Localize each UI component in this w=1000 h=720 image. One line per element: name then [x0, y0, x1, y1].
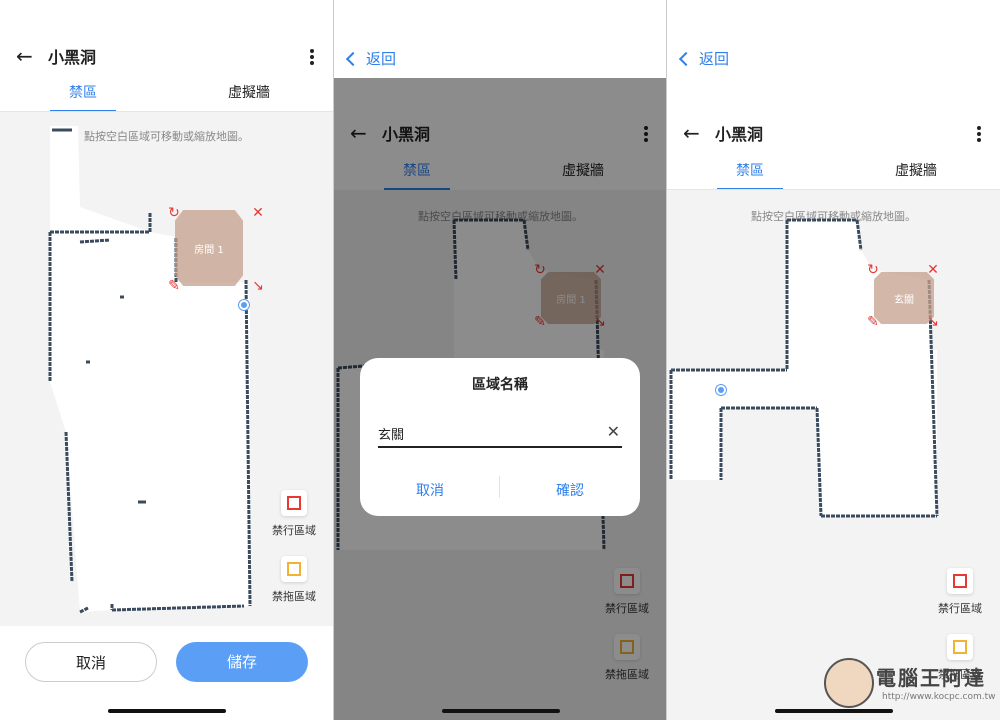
rename-dialog: 區域名稱 玄關 ✕ 取消 確認 — [360, 358, 640, 516]
cancel-button[interactable]: 取消 — [25, 642, 157, 682]
zone-name-input[interactable]: 玄關 ✕ — [378, 422, 622, 448]
clear-input-icon[interactable]: ✕ — [606, 422, 620, 441]
dialog-confirm-button[interactable]: 確認 — [556, 483, 584, 499]
ios-back-label: 返回 — [699, 50, 730, 68]
no-go-square-icon — [953, 574, 967, 588]
tab-bar: 禁區 虛擬牆 — [0, 78, 333, 112]
ios-nav-bar: 返回 — [667, 0, 1000, 78]
close-icon: ✕ — [594, 262, 606, 278]
panel-separator — [666, 0, 667, 720]
no-go-zone-button[interactable]: 禁行區域 — [259, 490, 329, 538]
robot-position-icon — [239, 300, 249, 310]
no-go-label: 禁行區域 — [938, 602, 982, 615]
map-hint: 點按空白區域可移動或縮放地圖。 — [84, 130, 249, 143]
mascot-face-icon — [824, 658, 874, 708]
watermark-text: 電腦王阿達 — [876, 666, 986, 690]
tab-virtual-wall[interactable]: 虛擬牆 — [228, 85, 270, 101]
zone-label: 房間 1 — [556, 294, 586, 306]
ios-back-label: 返回 — [366, 50, 397, 68]
close-icon[interactable]: ✕ — [252, 205, 264, 221]
zone-name-value: 玄關 — [378, 428, 405, 443]
edit-icon: ✎ — [534, 314, 546, 330]
page-title: 小黑洞 — [715, 125, 764, 144]
ios-back-button[interactable]: 返回 — [344, 48, 396, 69]
close-icon[interactable]: ✕ — [927, 262, 939, 278]
tab-forbidden-zone[interactable]: 禁區 — [717, 156, 783, 190]
dialog-title: 區域名稱 — [472, 377, 528, 393]
panel-separator — [333, 0, 334, 720]
back-arrow-icon[interactable]: ← — [683, 121, 700, 145]
tab-bar: 禁區 虛擬牆 — [334, 156, 667, 190]
no-go-zone-button: 禁行區域 — [592, 568, 662, 616]
watermark-logo: 電腦王阿達 http://www.kocpc.com.tw — [822, 656, 996, 716]
chevron-left-icon — [345, 51, 361, 66]
rotate-icon[interactable]: ↻ — [168, 205, 180, 221]
resize-icon[interactable]: ↘ — [927, 314, 939, 330]
edit-icon[interactable]: ✎ — [168, 278, 180, 294]
no-go-label: 禁行區域 — [605, 602, 649, 615]
home-indicator — [775, 709, 893, 713]
no-mop-square-icon — [620, 640, 634, 654]
page-title: 小黑洞 — [382, 125, 431, 144]
no-mop-square-icon — [287, 562, 301, 576]
no-mop-label: 禁拖區域 — [605, 668, 649, 681]
screen-edit-zone: ← 小黑洞 禁區 虛擬牆 點按空白區域可移動或縮放地圖。 房間 1 ↻ ✕ ✎ … — [0, 0, 333, 720]
no-mop-label: 禁拖區域 — [272, 590, 316, 603]
zone-label: 房間 1 — [194, 244, 224, 256]
back-arrow-icon[interactable]: ← — [16, 44, 33, 68]
no-mop-zone-button[interactable]: 禁拖區域 — [259, 556, 329, 604]
resize-icon[interactable]: ↘ — [252, 278, 264, 294]
dialog-button-divider — [499, 476, 500, 498]
screen-renamed-zone: 返回 ← 小黑洞 禁區 虛擬牆 點按空白區域可移動或縮放地圖。 玄關 ↻ ✕ ✎… — [667, 0, 1000, 720]
tab-forbidden-zone[interactable]: 禁區 — [50, 78, 116, 112]
rotate-icon: ↻ — [534, 262, 546, 278]
robot-position-icon — [716, 385, 726, 395]
app-header: ← 小黑洞 — [667, 111, 1000, 155]
map-canvas[interactable]: 點按空白區域可移動或縮放地圖。 房間 1 ↻ ✕ ✎ ↘ 禁行區域 禁拖區域 — [0, 112, 333, 626]
more-options-icon[interactable] — [976, 124, 982, 142]
tab-forbidden-zone[interactable]: 禁區 — [384, 156, 450, 190]
more-options-icon[interactable] — [309, 47, 315, 65]
page-title: 小黑洞 — [48, 48, 97, 67]
dialog-cancel-button[interactable]: 取消 — [416, 483, 444, 499]
tab-virtual-wall[interactable]: 虛擬牆 — [562, 163, 604, 179]
rotate-icon[interactable]: ↻ — [867, 262, 879, 278]
no-mop-square-icon — [953, 640, 967, 654]
screen-rename-dialog: 返回 ← 小黑洞 禁區 虛擬牆 點按空白區域可移動或縮放地圖。 房間 1 ↻ ✕… — [334, 0, 667, 720]
edit-icon[interactable]: ✎ — [867, 314, 879, 330]
more-options-icon[interactable] — [643, 124, 649, 142]
no-go-zone-button[interactable]: 禁行區域 — [925, 568, 995, 616]
save-button[interactable]: 儲存 — [176, 642, 308, 682]
no-mop-zone-button: 禁拖區域 — [592, 634, 662, 682]
tab-divider — [667, 189, 1000, 190]
app-header: ← 小黑洞 — [334, 111, 667, 155]
map-canvas[interactable]: 點按空白區域可移動或縮放地圖。 玄關 ↻ ✕ ✎ ↘ 禁行區域 禁拖區域 — [667, 190, 1000, 720]
floor-map — [48, 126, 252, 614]
no-go-zone: 房間 1 — [541, 272, 601, 324]
no-mop-label: 禁拖區域 — [938, 668, 982, 681]
no-go-square-icon — [287, 496, 301, 510]
back-arrow-icon[interactable]: ← — [350, 121, 367, 145]
tab-virtual-wall[interactable]: 虛擬牆 — [895, 163, 937, 179]
floor-map — [669, 218, 939, 518]
chevron-left-icon — [678, 51, 694, 66]
home-indicator — [108, 709, 226, 713]
no-mop-zone-button[interactable]: 禁拖區域 — [925, 634, 995, 682]
ios-nav-bar: 返回 — [334, 0, 667, 78]
no-go-zone[interactable]: 房間 1 — [175, 210, 243, 286]
no-go-square-icon — [620, 574, 634, 588]
home-indicator — [442, 709, 560, 713]
app-header: ← 小黑洞 — [0, 34, 333, 78]
tab-bar: 禁區 虛擬牆 — [667, 156, 1000, 190]
no-go-label: 禁行區域 — [272, 524, 316, 537]
tab-divider — [0, 111, 333, 112]
ios-back-button[interactable]: 返回 — [677, 48, 729, 69]
zone-label: 玄關 — [894, 294, 914, 306]
resize-icon: ↘ — [594, 314, 606, 330]
no-go-zone[interactable]: 玄關 — [874, 272, 934, 324]
watermark-url: http://www.kocpc.com.tw — [882, 692, 996, 702]
